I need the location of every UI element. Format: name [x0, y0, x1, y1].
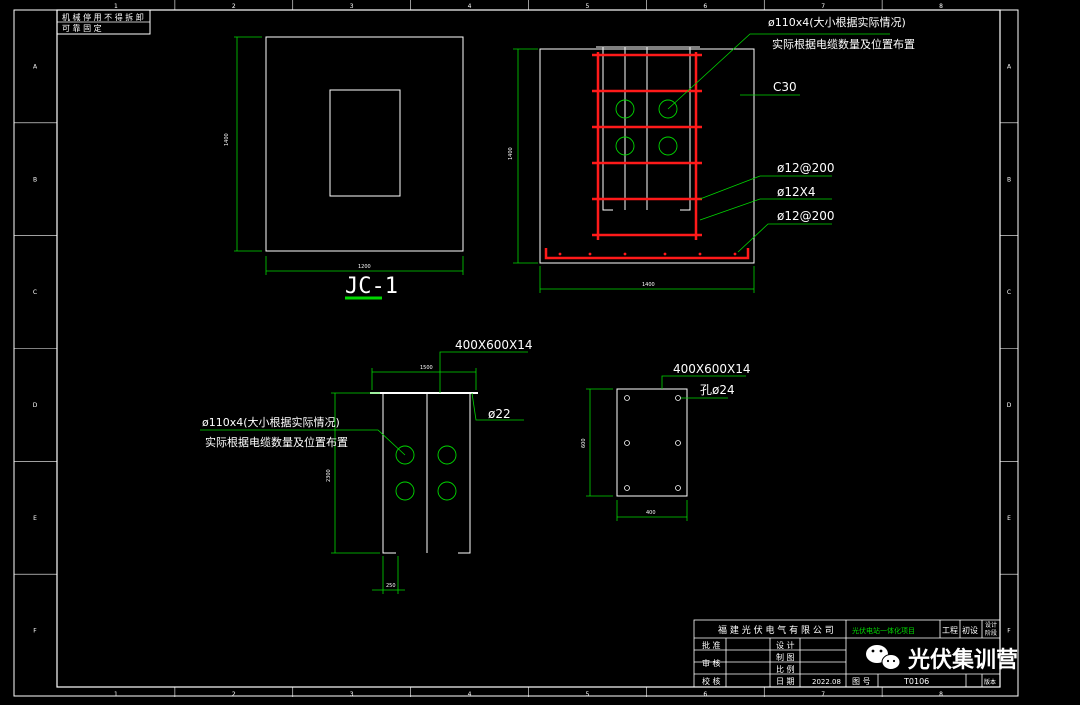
embed-plate-label: 400X600X14: [455, 338, 533, 352]
embed-rod-label: ø22: [488, 407, 511, 421]
grid-col-label-bottom: 2: [232, 691, 236, 698]
section-rebar1: ø12@200: [777, 161, 835, 175]
plate-hole-label: 孔ø24: [700, 383, 735, 397]
tb-date-label: 日 期: [776, 677, 795, 686]
tb-project: 光伏电站一体化项目: [852, 626, 915, 635]
section-concrete: C30: [773, 80, 797, 94]
tb-company: 福 建 光 伏 电 气 有 限 公 司: [718, 624, 834, 636]
outer-frame: [13, 9, 1019, 697]
grid-col-label-top: 5: [586, 3, 590, 10]
section-note-pipe: ø110x4(大小根据实际情况): [768, 15, 906, 29]
grid-row-label-left: B: [33, 176, 37, 183]
plan-dim-height: 1400: [224, 133, 230, 146]
grid-col-label-top: 7: [821, 3, 825, 10]
section-rebar2: ø12X4: [777, 185, 815, 199]
grid-col-label-top: 3: [350, 3, 354, 10]
grid-columns-bottom: 1 2 3 4 5 6 7 8: [114, 687, 943, 698]
grid-columns-top: 1 2 3 4 5 6 7 8: [114, 0, 943, 10]
grid-col-label-bottom: 4: [468, 691, 472, 698]
grid-col-label-bottom: 1: [114, 691, 118, 698]
grid-col-label-bottom: 8: [939, 691, 943, 698]
plate-dim-width: 400: [646, 510, 656, 516]
title-block-text: 福 建 光 伏 电 气 有 限 公 司 光伏电站一体化项目 工程 初设 设计 阶…: [702, 621, 997, 686]
plate-label: 400X600X14: [673, 362, 751, 376]
embed-side-view: 1500 2300 250 400X600X14 ø22 ø110x4(大小根据…: [200, 338, 533, 594]
grid-row-label-right: F: [1007, 628, 1011, 635]
grid-col-label-bottom: 5: [586, 691, 590, 698]
grid-col-label-top: 2: [232, 3, 236, 10]
section-note-pipe-sub: 实际根据电缆数量及位置布置: [772, 37, 915, 51]
grid-col-label-top: 6: [703, 3, 707, 10]
stamp-line2: 可 靠 固 定: [62, 23, 102, 33]
tb-stage-label: 工程: [942, 626, 958, 635]
embed-note-pipe-sub: 实际根据电缆数量及位置布置: [205, 435, 348, 449]
tb-design: 设 计: [776, 640, 795, 650]
tb-stage-value: 初设: [962, 625, 978, 635]
section-rebar3: ø12@200: [777, 209, 835, 223]
grid-row-label-right: B: [1007, 176, 1011, 183]
embed-dim-bottom: 250: [386, 583, 396, 589]
tb-check: 校 核: [702, 676, 721, 686]
grid-col-label-bottom: 7: [821, 691, 825, 698]
tb-design-label: 设计: [985, 621, 997, 629]
plate-dim-height: 600: [581, 438, 587, 448]
watermark: 光伏集训营: [866, 645, 1018, 673]
tb-date-value: 2022.08: [812, 678, 841, 686]
plan-dim-width: 1200: [358, 264, 371, 270]
tb-scale: 比 例: [776, 664, 795, 674]
grid-col-label-top: 4: [468, 3, 472, 10]
section-dim-height: 1400: [508, 147, 514, 160]
grid-row-label-left: A: [33, 63, 38, 70]
tb-sheet-label: 版本: [984, 678, 996, 686]
section-dim-width: 1400: [642, 282, 655, 288]
title-block: [693, 619, 1001, 688]
embed-plate-view: 600 400 400X600X14 孔ø24: [581, 362, 751, 521]
grid-col-label-bottom: 6: [703, 691, 707, 698]
grid-rows-left: A B C D E F: [14, 63, 57, 635]
grid-col-label-top: 8: [939, 3, 943, 10]
tb-approve: 批 准: [702, 640, 721, 650]
grid-rows-right: A B C D E F: [1000, 63, 1018, 635]
grid-row-label-right: A: [1007, 63, 1012, 70]
plate-outline: [616, 388, 688, 497]
tb-review: 审 核: [702, 658, 721, 668]
tb-drawing-no-value: T0106: [903, 677, 929, 686]
wechat-icon: [866, 645, 901, 670]
pipe-circles: [615, 99, 678, 156]
grid-col-label-bottom: 3: [350, 691, 354, 698]
stamp-line1: 机 械 停 用 不 得 拆 卸: [62, 12, 144, 22]
tb-draw: 制 图: [776, 652, 795, 662]
grid-col-label-top: 1: [114, 3, 118, 10]
grid-row-label-left: D: [33, 402, 38, 409]
embed-dim-height: 2300: [326, 469, 332, 482]
top-left-stamp: 机 械 停 用 不 得 拆 卸 可 靠 固 定: [56, 9, 151, 35]
grid-row-label-right: E: [1007, 515, 1011, 522]
grid-row-label-left: C: [33, 289, 37, 296]
grid-row-label-right: D: [1007, 402, 1012, 409]
embed-dim-top: 1500: [420, 365, 433, 371]
grid-row-label-left: E: [33, 515, 37, 522]
watermark-text: 光伏集训营: [907, 647, 1018, 673]
embed-note-pipe: ø110x4(大小根据实际情况): [202, 415, 340, 429]
tb-drawing-no-label: 图 号: [852, 677, 871, 686]
section-view: 1400 1400: [508, 15, 915, 293]
grid-row-label-left: F: [33, 628, 37, 635]
plan-outer-square: [265, 36, 464, 252]
plan-label: JC-1: [345, 274, 398, 299]
plan-inner-opening: [329, 89, 401, 197]
tb-design-value: 阶段: [985, 629, 997, 637]
plan-jc1: 1400 1200 JC-1: [224, 36, 464, 300]
grid-row-label-right: C: [1007, 289, 1011, 296]
